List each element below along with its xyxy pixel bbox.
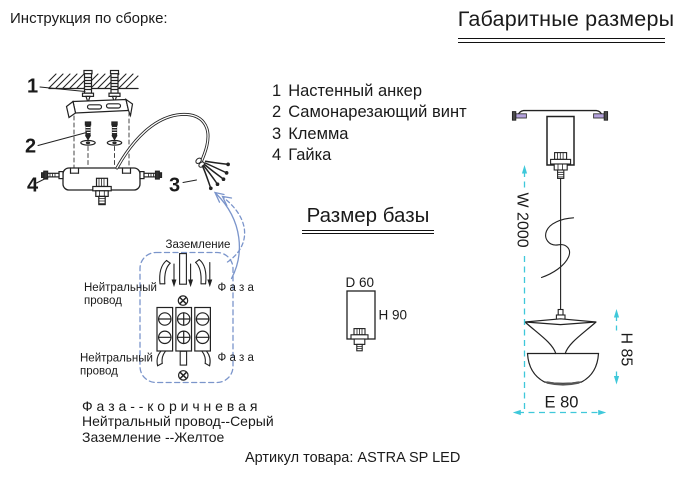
legend-label: Самонарезающий винт xyxy=(288,103,467,122)
lamp-shade xyxy=(524,318,600,386)
legend-label: Клемма xyxy=(288,124,349,143)
phase-label-top: Ф а з а xyxy=(218,282,255,294)
page-title: Инструкция по сборке: xyxy=(10,10,168,27)
wire-color-notes: Ф а з а - - к о р и ч н е в а я Нейтраль… xyxy=(82,398,274,445)
legend-num: 1 xyxy=(272,82,282,100)
pendant-screw-right xyxy=(593,111,609,121)
article-code: Артикул товара: ASTRA SP LED xyxy=(245,450,461,466)
part-markers xyxy=(36,86,197,184)
mounting-bracket xyxy=(65,98,134,119)
neutral-label-bottom-1: Нейтральный xyxy=(80,353,153,365)
base-diameter-label: D 60 xyxy=(346,275,375,290)
legend-label: Гайка xyxy=(288,146,332,165)
neutral-label-bottom-2: провод xyxy=(80,365,118,377)
base-size-underline xyxy=(302,229,434,231)
note-phase-color: Ф а з а - - к о р и ч н е в а я xyxy=(82,398,258,414)
side-nut-left xyxy=(40,170,60,180)
self-tapping-screw-left xyxy=(80,121,96,146)
ground-screw-top xyxy=(177,295,189,306)
incoming-wires xyxy=(159,253,213,288)
assembly-diagram: 1 2 4 3 xyxy=(25,69,230,206)
ceiling-hatch xyxy=(48,73,139,90)
base-bolt xyxy=(350,328,369,352)
pendant-bolt xyxy=(550,152,572,179)
pendant-bracket xyxy=(516,109,604,117)
wire-slack-squiggle xyxy=(540,217,575,279)
legend-item-terminal: 3 Клемма xyxy=(272,124,467,145)
legend-num: 2 xyxy=(272,103,282,122)
legend-item-nut: 4 Гайка xyxy=(272,145,467,166)
base-height-label: H 90 xyxy=(379,308,408,323)
canopy-center-bolt xyxy=(92,177,112,206)
marker-screw: 2 xyxy=(25,136,36,158)
ground-screw-bottom xyxy=(178,370,189,381)
base-size-heading: Размер базы xyxy=(306,204,430,227)
ground-label: Заземление xyxy=(166,239,231,251)
wiring-dashed-box xyxy=(139,251,234,384)
terminal-block xyxy=(156,306,212,352)
wire-length-label: W 2000 xyxy=(514,193,531,248)
legend-item-anchor: 1 Настенный анкер xyxy=(272,81,467,102)
alignment-dashed-lines xyxy=(73,111,130,168)
phase-label-bottom: Ф а з а xyxy=(218,352,255,364)
wiring-diagram: Заземление Нейтральный провод Ф а з а Не… xyxy=(80,191,255,384)
note-neutral-color: Нейтральный провод--Серый xyxy=(82,413,274,430)
dimensions-title: Габаритные размеры xyxy=(457,7,675,31)
marker-nut: 4 xyxy=(27,175,39,197)
dimensions-title-underline xyxy=(458,38,665,39)
base-size-underline-2 xyxy=(302,233,434,234)
outgoing-wires xyxy=(156,350,211,367)
legend-label: Настенный анкер xyxy=(288,82,423,100)
dimensions-title-underline-2 xyxy=(458,41,665,43)
side-nut-right xyxy=(143,170,163,180)
marker-terminal: 3 xyxy=(169,175,180,197)
note-ground-color: Заземление --Желтое xyxy=(82,428,225,445)
wire-strands xyxy=(201,160,230,191)
legend-item-screw: 2 Самонарезающий винт xyxy=(272,102,467,123)
neutral-label-top-2: провод xyxy=(84,295,122,307)
shade-height-label: H 85 xyxy=(618,333,635,367)
shade-width-label: E 80 xyxy=(545,394,579,412)
wall-anchor-left xyxy=(81,69,95,105)
self-tapping-screw-right xyxy=(106,121,123,146)
legend-num: 3 xyxy=(272,124,282,143)
base-size-drawing: D 60 H 90 xyxy=(346,275,408,352)
marker-anchor: 1 xyxy=(27,76,38,98)
neutral-label-top-1: Нейтральный xyxy=(84,282,157,294)
connection-arrows xyxy=(213,191,246,280)
wall-anchor-right xyxy=(108,69,121,105)
pendant-drawing xyxy=(511,109,609,386)
pendant-dimensions xyxy=(512,165,620,416)
power-cable xyxy=(115,112,230,191)
pendant-screw-left xyxy=(511,111,527,121)
legend-num: 4 xyxy=(272,146,282,165)
